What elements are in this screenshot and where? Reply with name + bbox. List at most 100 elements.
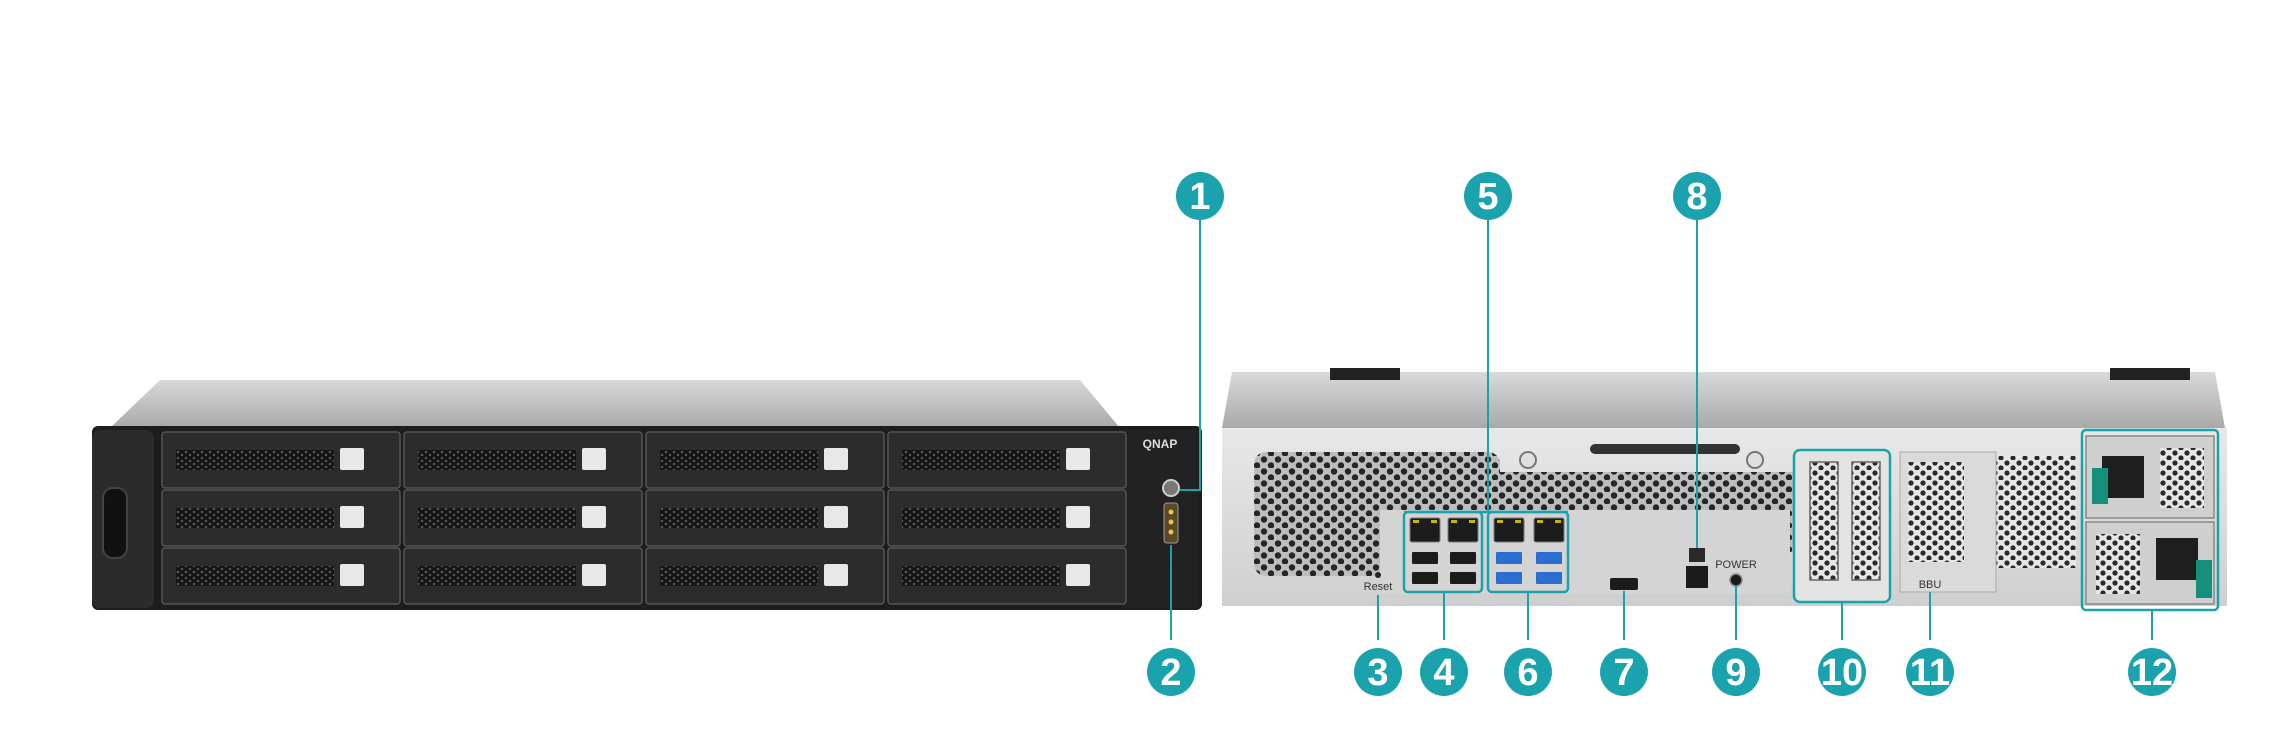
usb-2-ports [1412,552,1476,584]
callout-number: 9 [1725,652,1746,694]
drive-tray-vent [418,566,576,586]
usb2-port[interactable] [1412,552,1438,564]
lan-port[interactable] [1447,517,1479,543]
rear-view: Reset POWER BBU [1222,368,2227,612]
usb2-port[interactable] [1412,572,1438,584]
drive-tray[interactable] [645,431,885,489]
drive-tray-vent [176,566,334,586]
console-port-upper [1689,548,1705,562]
drive-tray[interactable] [887,431,1127,489]
usb3-port[interactable] [1496,572,1522,584]
reset-button[interactable] [1375,572,1381,578]
usb2-port[interactable] [1450,552,1476,564]
drive-tray[interactable] [403,547,643,605]
drive-tray-vent [176,508,334,528]
left-handle [102,487,128,559]
callout-number: 11 [1910,652,1950,694]
rear-top-cover [1222,372,2225,428]
callout-12: 12 [2128,648,2176,696]
drive-tray-latch[interactable] [582,506,606,528]
lan-port[interactable] [1409,517,1441,543]
drive-tray-latch[interactable] [1066,564,1090,586]
callout-circle [1147,648,1195,696]
drive-tray[interactable] [645,547,885,605]
hdmi-port[interactable] [1610,578,1638,590]
drive-tray-vent [176,450,334,470]
drive-tray-latch[interactable] [1066,506,1090,528]
usb3-port[interactable] [1536,552,1562,564]
drive-tray-vent [660,566,818,586]
drive-tray-vent [902,450,1060,470]
power-led-port[interactable] [1729,573,1743,587]
lan-led [1537,520,1543,523]
callout-3: 3 [1354,648,1402,696]
psu-lower-handle [2196,560,2212,598]
drive-tray-latch[interactable] [824,506,848,528]
callout-11: 11 [1906,648,1954,696]
drive-tray-latch[interactable] [1066,448,1090,470]
usb3-port[interactable] [1496,552,1522,564]
status-led [1168,529,1174,535]
drive-tray-latch[interactable] [582,564,606,586]
drive-tray-latch[interactable] [582,448,606,470]
drive-tray-latch[interactable] [824,448,848,470]
console-port[interactable] [1686,566,1708,588]
drive-tray-latch[interactable] [824,564,848,586]
usb2-port[interactable] [1450,572,1476,584]
drive-tray[interactable] [403,489,643,547]
callout-7: 7 [1600,648,1648,696]
reset-label: Reset [1364,581,1393,593]
callout-circle [2128,648,2176,696]
lan-led [1451,520,1457,523]
callout-number: 8 [1686,176,1707,218]
callout-number: 4 [1433,652,1454,694]
callout-number: 6 [1517,652,1538,694]
drive-tray-latch[interactable] [340,448,364,470]
lan-port[interactable] [1493,517,1525,543]
drive-tray[interactable] [161,489,401,547]
drive-tray[interactable] [161,547,401,605]
rear-screw [1519,451,1537,469]
drive-tray[interactable] [645,489,885,547]
callout-circle [1712,648,1760,696]
status-led [1168,519,1174,525]
callout-circle [1176,172,1224,220]
callout-number: 7 [1613,652,1634,694]
usb-3-ports [1496,552,1562,584]
drive-tray-latch[interactable] [340,506,364,528]
lan-led [1515,520,1521,523]
callout-number: 3 [1367,652,1388,694]
pcie-slot[interactable] [1809,461,1839,581]
lan-port[interactable] [1533,517,1565,543]
lan-led [1413,520,1419,523]
power-button[interactable] [1162,479,1180,497]
callout-1: 1 [1176,172,1224,220]
front-view: QNAP [92,380,1202,610]
lan-led [1555,520,1561,523]
rear-rail-right [2110,368,2190,380]
front-top-cover [110,380,1120,428]
callout-circle [1420,648,1468,696]
drive-tray[interactable] [403,431,643,489]
usb3-port[interactable] [1536,572,1562,584]
callout-10: 10 [1818,648,1866,696]
callout-circle [1906,648,1954,696]
lan-led [1469,520,1475,523]
callout-5: 5 [1464,172,1512,220]
drive-tray[interactable] [887,547,1127,605]
drive-tray[interactable] [887,489,1127,547]
bbu-label: BBU [1919,579,1942,591]
drive-tray[interactable] [161,431,401,489]
callout-leaders [1170,212,2153,640]
pcie-slot[interactable] [1851,461,1881,581]
psu-lower-vent [2096,534,2140,594]
status-led [1168,509,1174,515]
lan-led [1497,520,1503,523]
callout-8: 8 [1673,172,1721,220]
drive-tray-latch[interactable] [340,564,364,586]
callout-circle [1504,648,1552,696]
drive-tray-vent [902,566,1060,586]
callout-number: 5 [1477,176,1498,218]
